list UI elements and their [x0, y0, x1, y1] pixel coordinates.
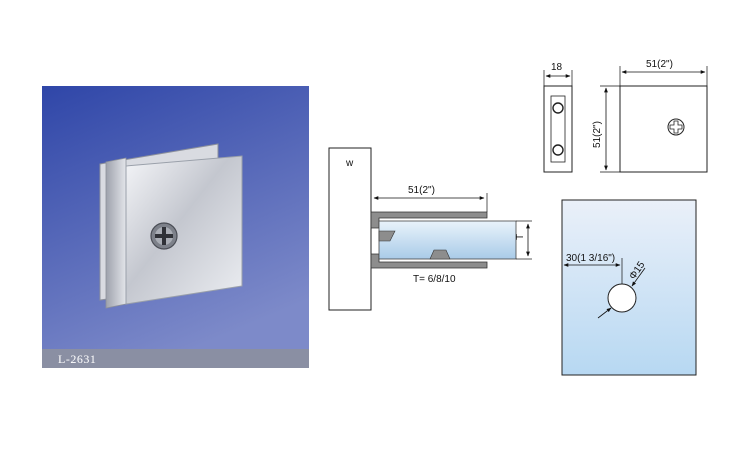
side-view: w 51(2") T T= 6/8/10 — [328, 147, 532, 311]
narrow-slot — [550, 95, 566, 163]
length-label: 51(2") — [408, 185, 435, 196]
top-view: 18 — [543, 62, 573, 173]
front-screw-icon — [667, 118, 685, 136]
thickness-symbol: T — [515, 234, 526, 240]
thickness-options: T= 6/8/10 — [413, 274, 456, 285]
gasket-wedge-lower — [429, 249, 451, 260]
hole-leader-bottom — [597, 307, 612, 319]
hole-leader-top — [631, 267, 646, 287]
glass-hole — [607, 283, 637, 313]
narrow-hole-bottom — [552, 144, 564, 156]
wall-mark: w — [345, 158, 354, 169]
wall-section — [328, 147, 372, 311]
offset-label: 30(1 3/16") — [566, 253, 615, 264]
clamp-front-plate — [125, 155, 243, 305]
model-code: L-2631 — [58, 352, 96, 366]
glass-cutout-view: 30(1 3/16") Φ15 — [561, 199, 697, 376]
front-width-label: 51(2") — [646, 59, 673, 70]
front-height-label: 51(2") — [592, 121, 603, 148]
front-view: 51(2") 51(2") — [592, 59, 708, 173]
product-photo: L-2631 — [42, 86, 309, 368]
gasket-wedge — [378, 230, 396, 242]
model-label-strip — [42, 349, 309, 368]
front-plate — [619, 85, 708, 173]
narrow-width-label: 18 — [551, 62, 563, 73]
screw-icon — [150, 222, 178, 250]
narrow-hole-top — [552, 102, 564, 114]
